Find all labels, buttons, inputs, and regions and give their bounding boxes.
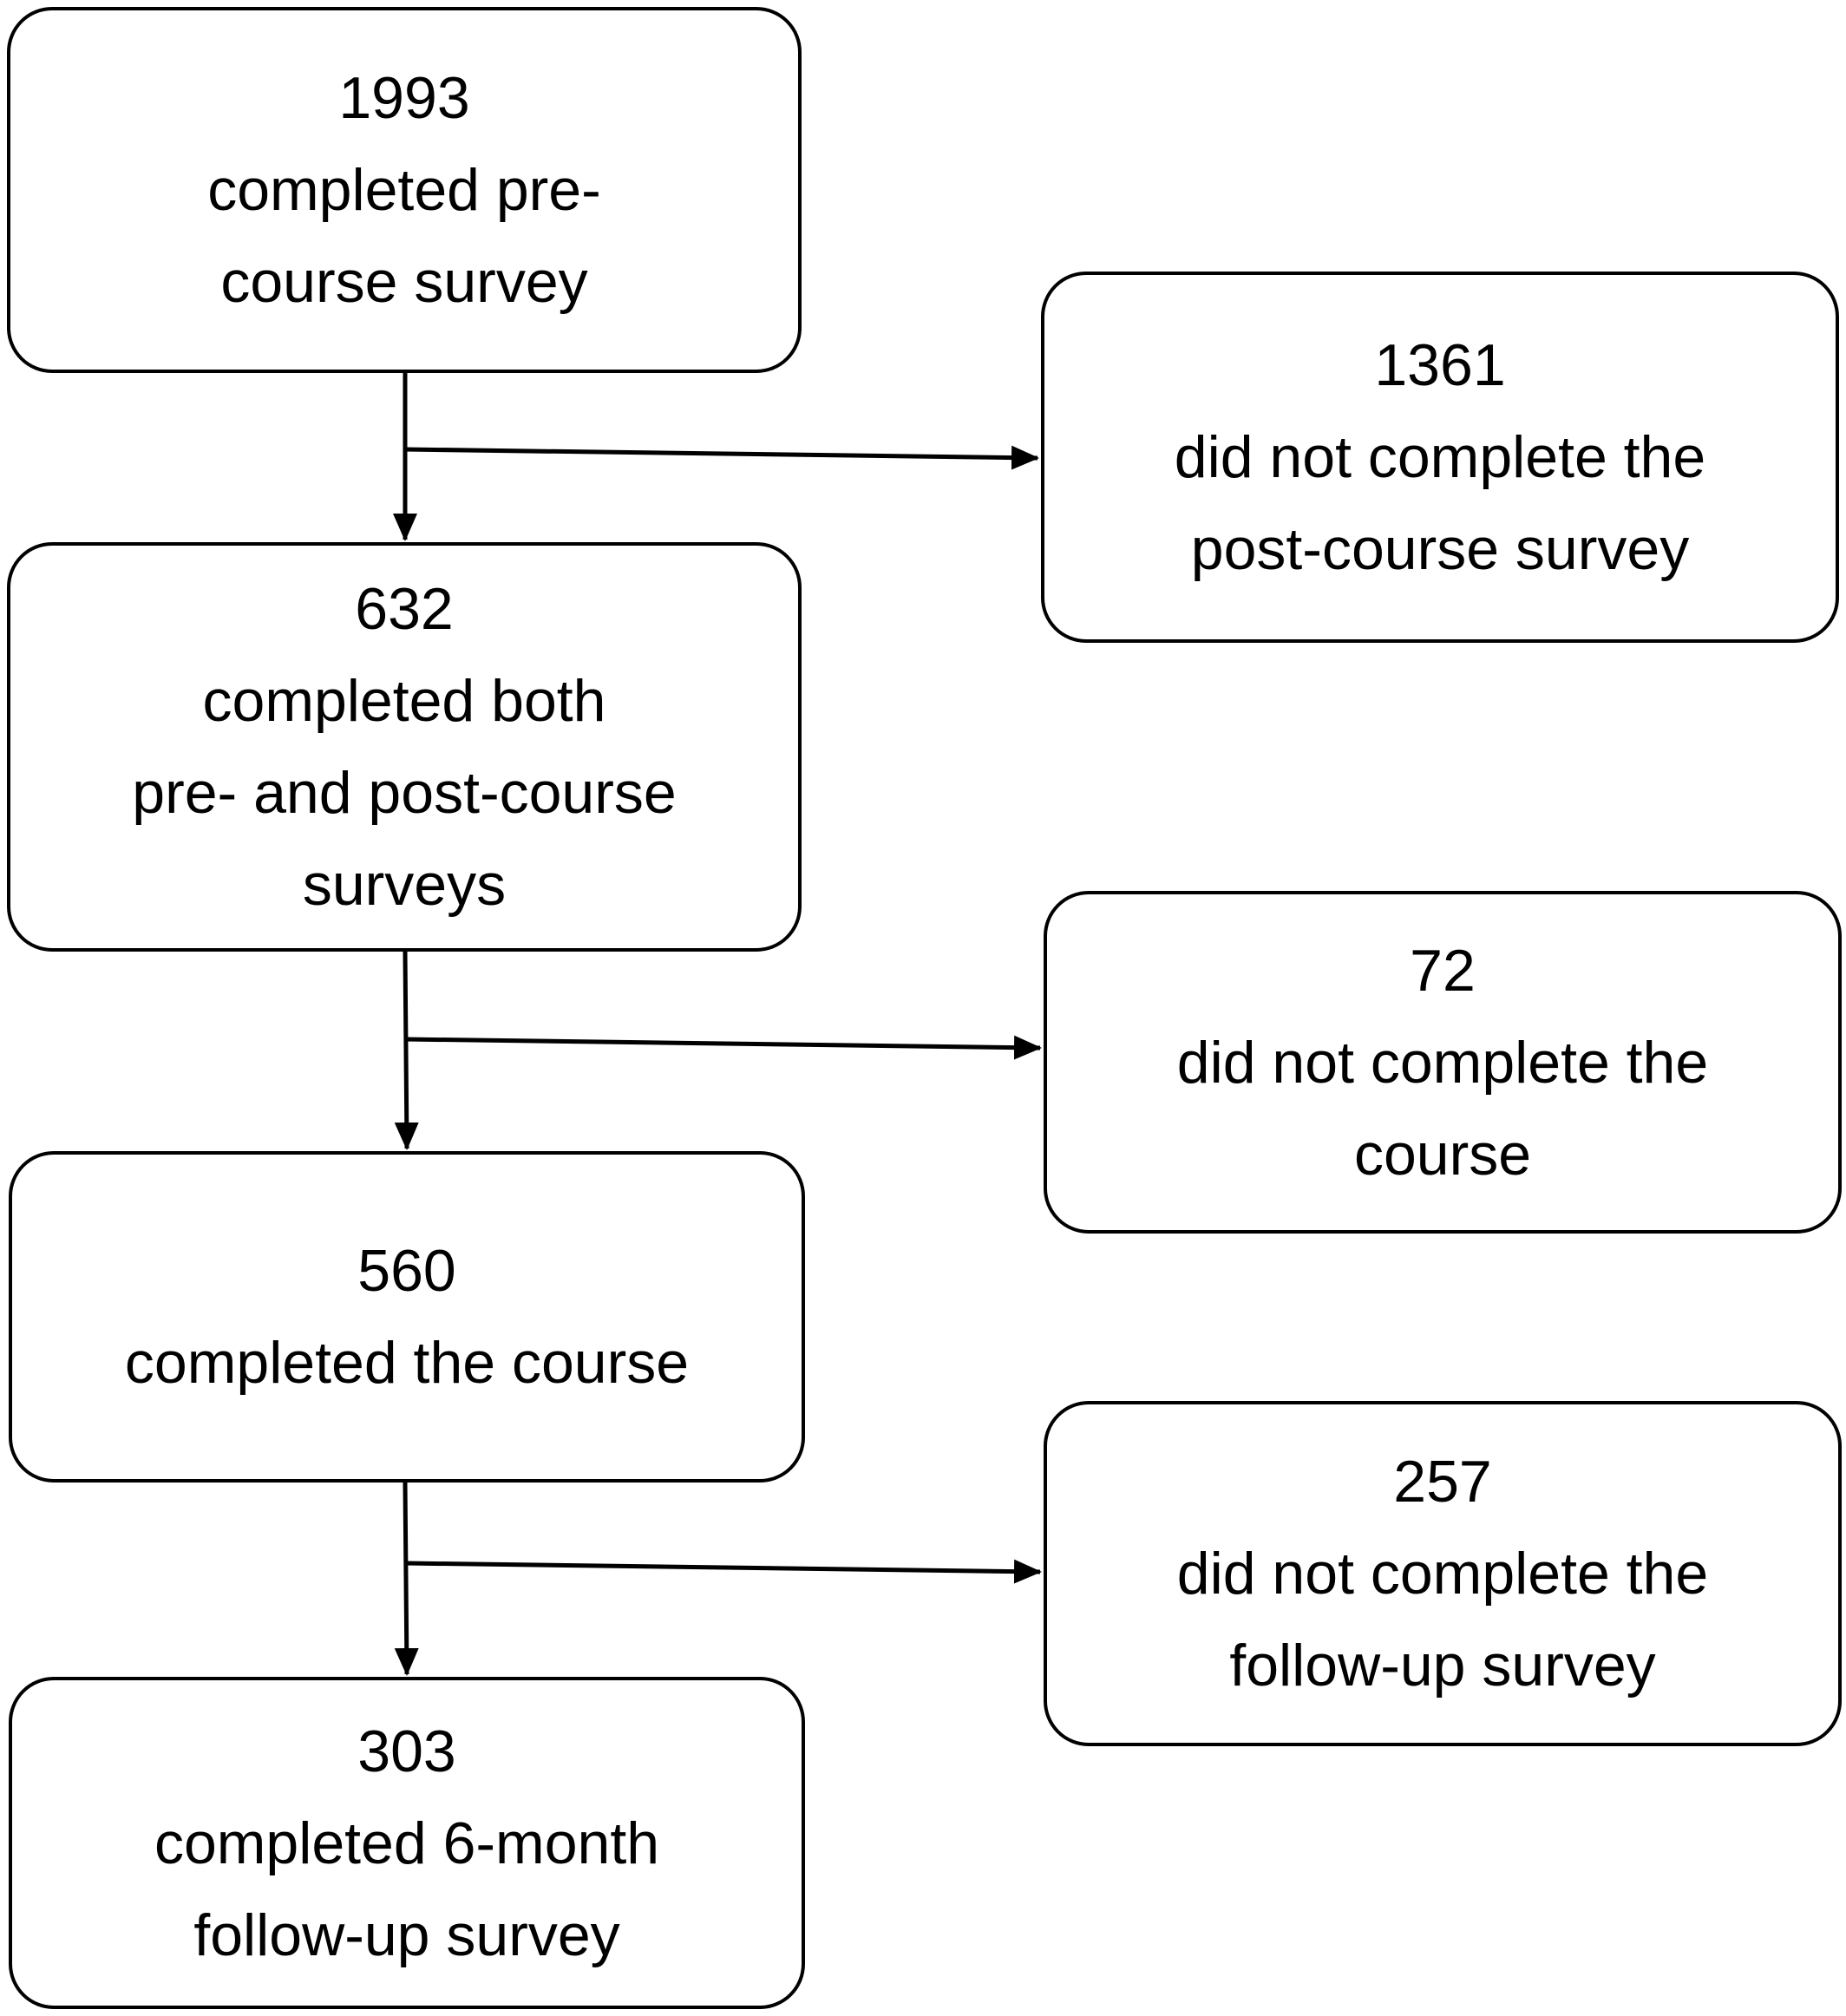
node-label-line: pre- and post-course xyxy=(132,760,677,826)
node-label-line: did not complete the xyxy=(1174,424,1706,490)
node-did-not-complete-follow-up-survey: 257 did not complete the follow-up surve… xyxy=(1044,1401,1842,1746)
node-completed-pre-course-survey: 1993 completed pre- course survey xyxy=(7,7,802,373)
node-label-line: completed 6-month xyxy=(154,1810,660,1876)
node-completed-both-surveys: 632 completed both pre- and post-course … xyxy=(7,542,802,952)
node-count: 632 xyxy=(355,576,454,642)
edge-arrow-560-to-257 xyxy=(404,1559,1042,1584)
node-label-line: surveys xyxy=(302,852,507,918)
node-count: 560 xyxy=(357,1238,456,1304)
node-completed-follow-up-survey: 303 completed 6-month follow-up survey xyxy=(9,1677,805,2009)
node-label-line: completed both xyxy=(202,668,606,734)
node-label-line: did not complete the xyxy=(1176,1029,1709,1096)
node-label-line: post-course survey xyxy=(1190,516,1690,582)
node-label-line: course xyxy=(1353,1121,1532,1188)
edge-arrow-632-to-560 xyxy=(394,951,419,1150)
node-label-line: completed the course xyxy=(124,1330,690,1396)
edge-arrow-560-to-303 xyxy=(394,1482,419,1676)
node-completed-course: 560 completed the course xyxy=(9,1151,805,1483)
node-did-not-complete-course: 72 did not complete the course xyxy=(1044,891,1842,1234)
node-count: 303 xyxy=(357,1718,456,1784)
node-count: 72 xyxy=(1410,937,1476,1004)
edge-arrow-1993-to-1361 xyxy=(404,445,1039,470)
node-did-not-complete-post-course-survey: 1361 did not complete the post-course su… xyxy=(1041,272,1839,643)
node-label-line: completed pre- xyxy=(207,157,601,223)
edge-arrow-632-to-72 xyxy=(404,1035,1042,1060)
node-label-line: did not complete the xyxy=(1176,1541,1709,1607)
node-count: 257 xyxy=(1393,1449,1492,1515)
node-label-line: follow-up survey xyxy=(1229,1633,1656,1699)
node-label-line: course survey xyxy=(220,249,588,315)
node-count: 1993 xyxy=(338,65,470,131)
node-label-line: follow-up survey xyxy=(193,1901,620,1968)
node-count: 1361 xyxy=(1374,332,1506,398)
